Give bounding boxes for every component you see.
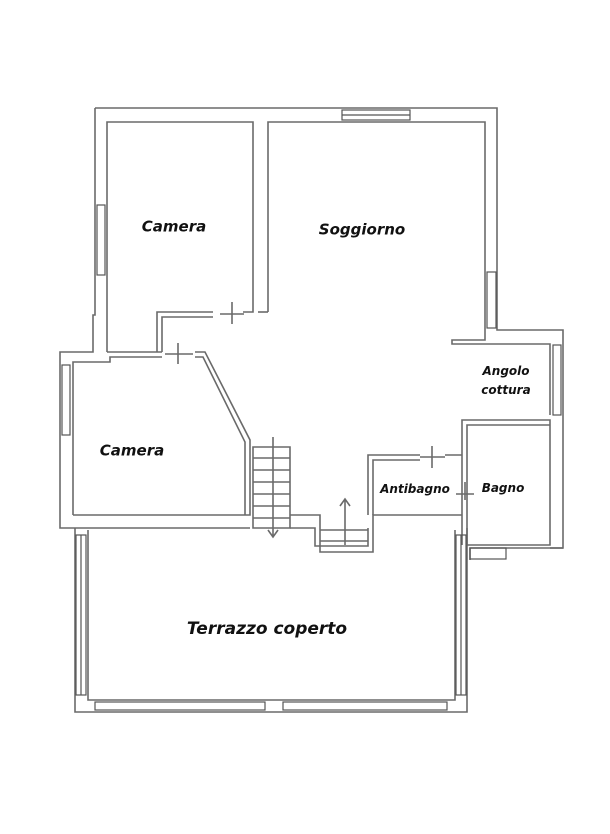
room-label-terrazzo: Terrazzo coperto bbox=[186, 618, 348, 639]
room-label-camera-top: Camera bbox=[141, 217, 207, 236]
room-label-angolo-line1: Angolo bbox=[482, 364, 530, 379]
room-label-bagno: Bagno bbox=[481, 481, 525, 496]
door-marks bbox=[165, 302, 474, 500]
room-label-camera-left: Camera bbox=[99, 441, 165, 460]
windows bbox=[61, 109, 562, 711]
stairs-down-arrow bbox=[267, 437, 279, 539]
stairs-up-arrow bbox=[339, 497, 351, 545]
room-label-soggiorno: Soggiorno bbox=[318, 220, 406, 239]
room-label-antibagno: Antibagno bbox=[380, 482, 450, 497]
walls bbox=[59, 107, 564, 713]
room-label-angolo-line2: cottura bbox=[481, 383, 531, 398]
stairs bbox=[253, 437, 368, 545]
